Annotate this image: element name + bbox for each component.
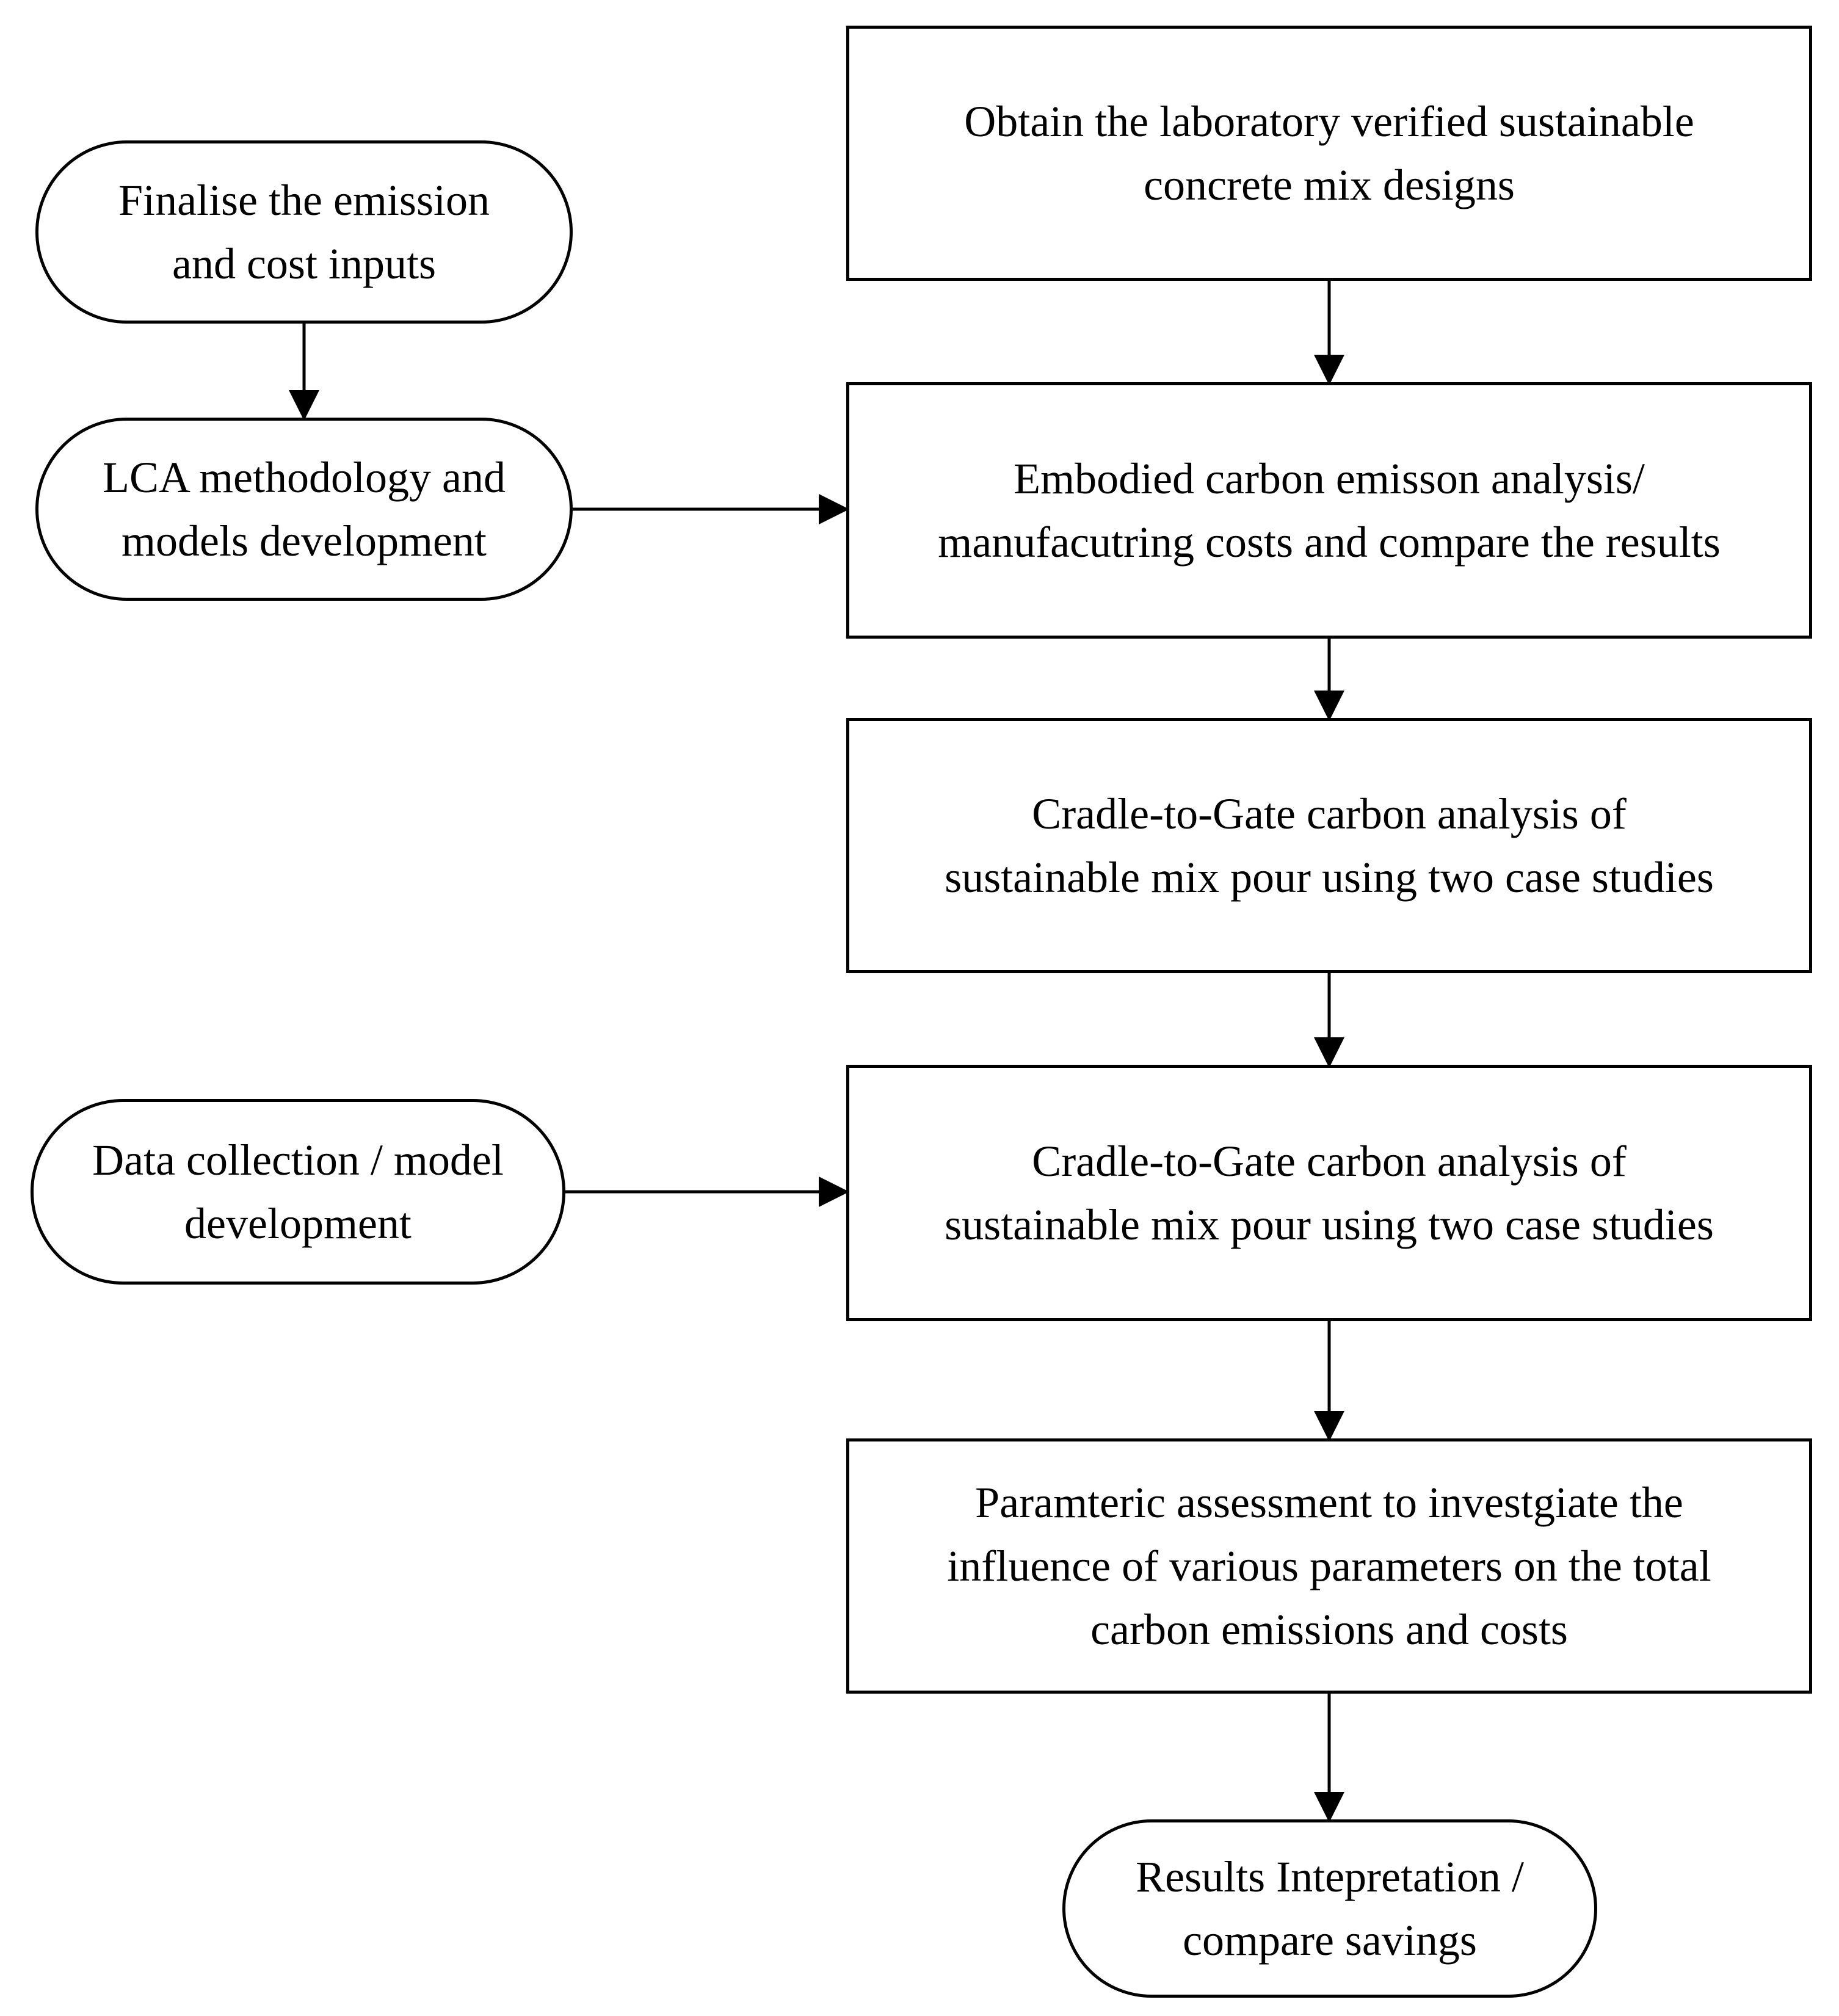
step-cradle-to-gate-analysis-1-text: Cradle-to-Gate carbon analysis of sustai… [945,789,1714,902]
step-parametric-assessment-text: Paramteric assessment to investgiate the… [947,1478,1711,1654]
step-obtain-mix-designs: Obtain the laboratory verified sustainab… [846,26,1812,281]
step-cradle-to-gate-analysis-2-text: Cradle-to-Gate carbon analysis of sustai… [945,1137,1714,1249]
terminal-finalise-inputs: Finalise the emission and cost inputs [35,140,573,324]
terminal-lca-methodology: LCA methodology and models development [35,418,573,601]
step-embodied-carbon-analysis: Embodied carbon emisson analysis/ manufa… [846,382,1812,639]
step-parametric-assessment: Paramteric assessment to investgiate the… [846,1438,1812,1694]
terminal-results-interpretation: Results Intepretation / compare savings [1062,1819,1597,1998]
terminal-finalise-inputs-text: Finalise the emission and cost inputs [118,176,490,288]
step-cradle-to-gate-analysis-1: Cradle-to-Gate carbon analysis of sustai… [846,718,1812,973]
step-cradle-to-gate-analysis-2: Cradle-to-Gate carbon analysis of sustai… [846,1065,1812,1321]
terminal-data-collection-text: Data collection / model development [92,1136,504,1248]
terminal-results-interpretation-text: Results Intepretation / compare savings [1136,1852,1524,1965]
terminal-data-collection: Data collection / model development [31,1099,565,1285]
step-embodied-carbon-analysis-text: Embodied carbon emisson analysis/ manufa… [938,454,1721,567]
step-obtain-mix-designs-text: Obtain the laboratory verified sustainab… [964,97,1694,209]
terminal-lca-methodology-text: LCA methodology and models development [103,453,506,565]
